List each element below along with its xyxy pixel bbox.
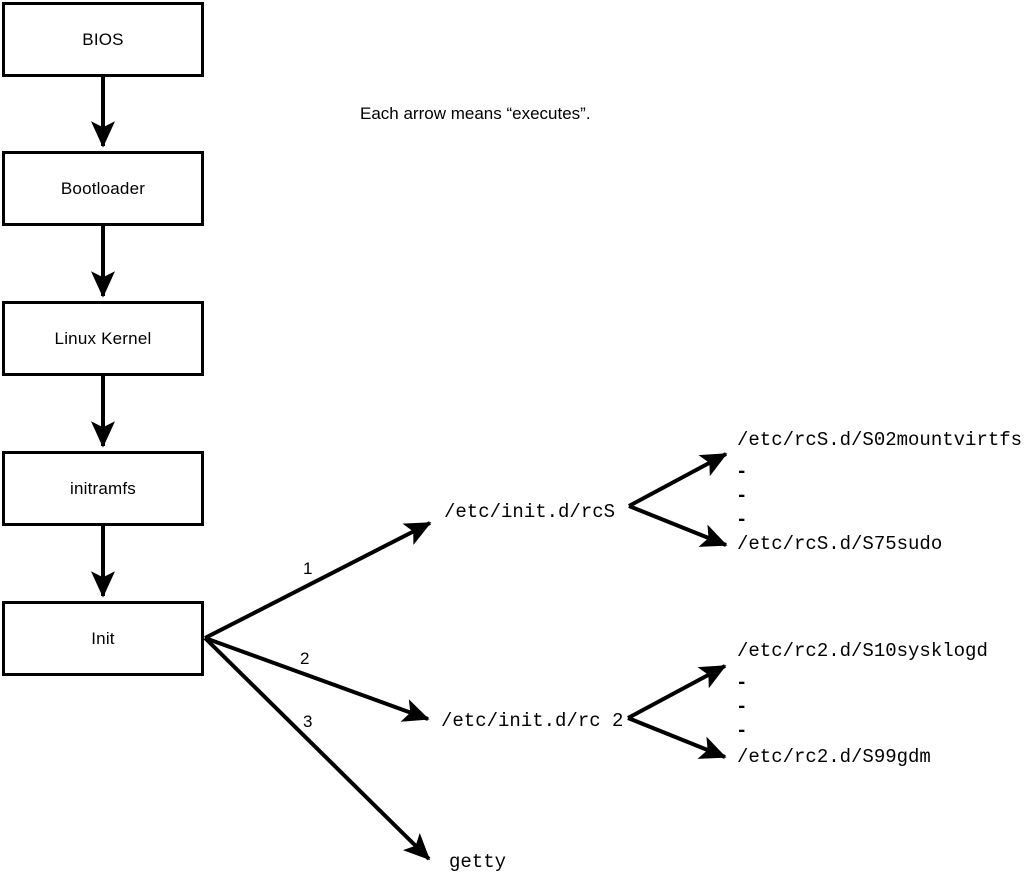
node-initramfs[interactable]: initramfs [2, 451, 204, 526]
label-rc2-script[interactable]: /etc/init.d/rc 2 [441, 710, 624, 732]
label-rcs-first-target[interactable]: /etc/rcS.d/S02mountvirtfs [737, 429, 1023, 451]
label-rcs-last-target[interactable]: /etc/rcS.d/S75sudo [737, 533, 943, 555]
node-init[interactable]: Init [2, 601, 204, 676]
node-initramfs-label: initramfs [69, 478, 137, 498]
edge-order-3: 3 [303, 712, 313, 731]
label-rc2-first-target[interactable]: /etc/rc2.d/S10sysklogd [737, 640, 988, 662]
edge-init-to-rcs [204, 521, 432, 640]
rcs-ellipsis-dash-2: - [736, 485, 748, 507]
node-bootloader[interactable]: Bootloader [2, 151, 204, 226]
node-bios-label: BIOS [82, 29, 124, 49]
label-getty[interactable]: getty [449, 851, 507, 873]
label-rc2-last-target[interactable]: /etc/rc2.d/S99gdm [737, 746, 931, 768]
rcs-ellipsis-dash-3: - [736, 509, 748, 531]
edge-rcs-to-last [628, 504, 728, 547]
edge-order-2: 2 [300, 649, 310, 668]
edge-rc2-to-first [627, 664, 727, 720]
node-bootloader-label: Bootloader [60, 178, 146, 198]
edge-rc2-to-last [627, 716, 727, 759]
edge-order-1: 1 [303, 559, 313, 578]
edge-rcs-to-first [628, 452, 728, 508]
rc2-ellipsis-dash-2: - [736, 696, 748, 718]
node-bios[interactable]: BIOS [2, 2, 204, 77]
rc2-ellipsis-dash-3: - [736, 720, 748, 742]
node-init-label: Init [91, 628, 115, 648]
edge-init-to-rc2 [204, 636, 430, 722]
legend-note: Each arrow means “executes”. [360, 104, 591, 123]
label-rcs-script[interactable]: /etc/init.d/rcS [444, 501, 616, 523]
edge-init-to-getty [203, 636, 431, 861]
rcs-ellipsis-dash-1: - [736, 461, 748, 483]
rc2-ellipsis-dash-1: - [736, 672, 748, 694]
node-linux-kernel-label: Linux Kernel [54, 328, 152, 348]
node-linux-kernel[interactable]: Linux Kernel [2, 301, 204, 376]
